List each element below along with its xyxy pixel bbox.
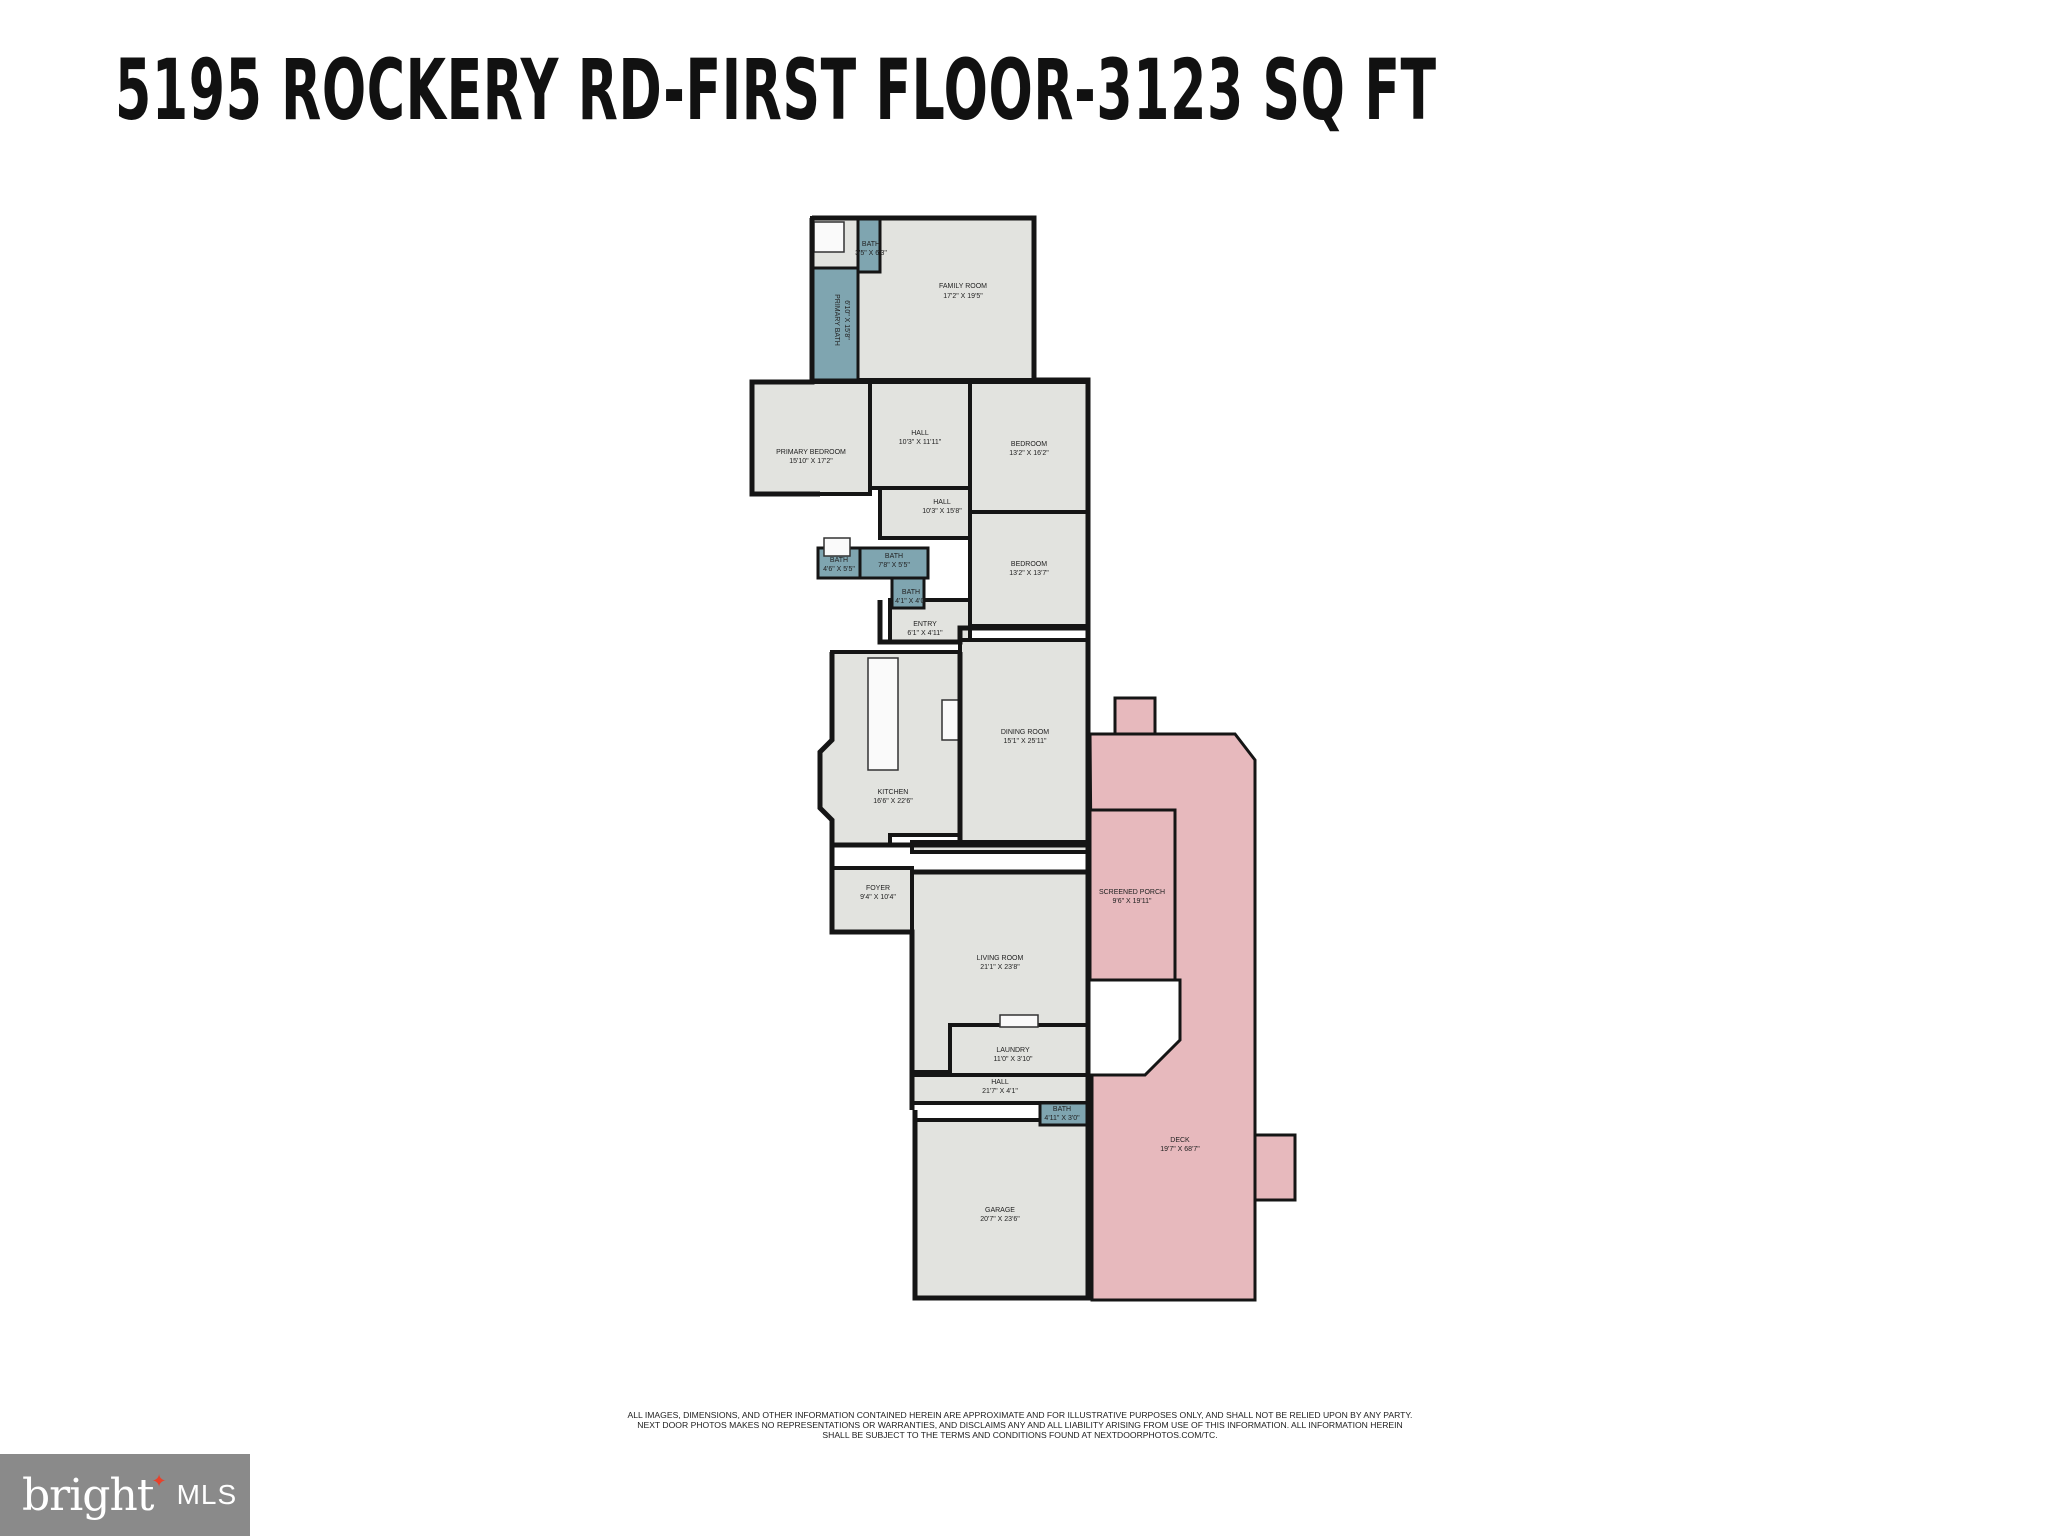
label-bath-a: BATH bbox=[830, 557, 848, 564]
label-primary-bedroom: PRIMARY BEDROOM bbox=[776, 449, 846, 456]
label-bath-d: BATH bbox=[1053, 1106, 1071, 1113]
label-screened-porch: SCREENED PORCH bbox=[1099, 889, 1165, 896]
dims-bath-a: 4'6" X 5'5" bbox=[823, 566, 855, 573]
interior-rooms bbox=[750, 216, 1090, 1300]
dims-bath-c: 4'1" X 4'0" bbox=[895, 598, 927, 605]
label-laundry: LAUNDRY bbox=[996, 1047, 1030, 1054]
disclaimer-line-1: ALL IMAGES, DIMENSIONS, AND OTHER INFORM… bbox=[627, 1410, 1413, 1420]
room-labels: BATH 3'5" X 6'3" FAMILY ROOM 17'2" X 19'… bbox=[776, 241, 1200, 1223]
dims-hall-mid: 10'3" X 15'8" bbox=[922, 508, 962, 515]
label-hall-lower: HALL bbox=[991, 1079, 1009, 1086]
dims-foyer: 9'4" X 10'4" bbox=[860, 894, 896, 901]
dims-bedroom-2: 13'2" X 13'7" bbox=[1009, 570, 1049, 577]
garage-shape bbox=[913, 1118, 1090, 1300]
hall-mid-shape bbox=[878, 486, 972, 540]
label-bath-top: BATH bbox=[862, 241, 880, 248]
bath-b-shape bbox=[858, 546, 930, 580]
logo-star-icon: ✦ bbox=[151, 1470, 167, 1491]
bedroom-2-shape bbox=[968, 510, 1090, 628]
dims-bath-top: 3'5" X 6'3" bbox=[855, 250, 887, 257]
label-bedroom-1: BEDROOM bbox=[1011, 441, 1047, 448]
label-kitchen: KITCHEN bbox=[878, 789, 909, 796]
primary-bedroom-shape bbox=[750, 380, 872, 496]
kitchen-island-fixture bbox=[867, 657, 899, 771]
dims-garage: 20'7" X 23'6" bbox=[980, 1216, 1020, 1223]
entry-shape bbox=[888, 598, 972, 644]
label-primary-bath: PRIMARY BATH bbox=[833, 294, 840, 346]
label-entry: ENTRY bbox=[913, 621, 937, 628]
label-family-room: FAMILY ROOM bbox=[939, 283, 987, 290]
page-title: 5195 ROCKERY RD-FIRST FLOOR-3123 SQ FT bbox=[115, 41, 1437, 139]
disclaimer-line-2: NEXT DOOR PHOTOS MAKES NO REPRESENTATION… bbox=[637, 1420, 1403, 1430]
label-bedroom-2: BEDROOM bbox=[1011, 561, 1047, 568]
deck-stairs-top bbox=[1113, 696, 1157, 736]
tub-fixture bbox=[813, 221, 845, 253]
dims-deck: 19'7" X 68'7" bbox=[1160, 1146, 1200, 1153]
disclaimer-line-3: SHALL BE SUBJECT TO THE TERMS AND CONDIT… bbox=[822, 1430, 1218, 1440]
logo-suffix: MLS bbox=[176, 1479, 238, 1510]
walls bbox=[749, 215, 1091, 1301]
label-bath-b: BATH bbox=[885, 553, 903, 560]
logo-word: bright bbox=[22, 1469, 154, 1521]
dims-screened-porch: 9'6" X 19'11" bbox=[1112, 898, 1152, 905]
dining-room-shape bbox=[958, 638, 1090, 844]
screened-porch-shape bbox=[1088, 808, 1177, 982]
dims-bath-b: 7'8" X 5'5" bbox=[878, 562, 910, 569]
bright-mls-logo: bright ✦ MLS bbox=[0, 1454, 250, 1536]
primary-bath-shape bbox=[810, 266, 860, 382]
tub-small-fixture bbox=[823, 537, 851, 557]
dining-cabinet-fixture bbox=[941, 699, 961, 741]
dims-primary-bedroom: 15'10" X 17'2" bbox=[789, 458, 833, 465]
dims-primary-bath: 6'10" X 15'8" bbox=[843, 300, 850, 340]
label-hall-upper: HALL bbox=[911, 430, 929, 437]
dims-living-room: 21'1" X 23'8" bbox=[980, 964, 1020, 971]
label-deck: DECK bbox=[1170, 1137, 1190, 1144]
dims-laundry: 11'0" X 3'10" bbox=[993, 1056, 1033, 1063]
label-dining-room: DINING ROOM bbox=[1001, 729, 1049, 736]
dims-family-room: 17'2" X 19'5" bbox=[943, 293, 983, 300]
label-foyer: FOYER bbox=[866, 885, 890, 892]
deck-area bbox=[1088, 696, 1297, 1302]
disclaimer: ALL IMAGES, DIMENSIONS, AND OTHER INFORM… bbox=[560, 1410, 1480, 1440]
dims-bedroom-1: 13'2" X 16'2" bbox=[1009, 450, 1049, 457]
dims-hall-lower: 21'7" X 4'1" bbox=[982, 1088, 1018, 1095]
bath-c-shape bbox=[890, 576, 926, 610]
label-bath-c: BATH bbox=[902, 589, 920, 596]
deck-stairs-side bbox=[1253, 1133, 1297, 1202]
fixtures bbox=[813, 221, 1039, 1028]
label-garage: GARAGE bbox=[985, 1207, 1015, 1214]
dims-dining-room: 15'1" X 25'11" bbox=[1004, 738, 1047, 745]
label-living-room: LIVING ROOM bbox=[977, 955, 1024, 962]
fireplace-fixture bbox=[999, 1014, 1039, 1028]
bedroom-1-shape bbox=[968, 380, 1090, 514]
dims-bath-d: 4'11" X 3'0" bbox=[1044, 1115, 1080, 1122]
bathrooms bbox=[810, 216, 1090, 1127]
dims-kitchen: 16'6" X 22'6" bbox=[873, 798, 913, 805]
dims-entry: 6'1" X 4'11" bbox=[907, 630, 943, 637]
label-hall-mid: HALL bbox=[933, 499, 951, 506]
dims-hall-upper: 10'3" X 11'11" bbox=[899, 439, 942, 446]
